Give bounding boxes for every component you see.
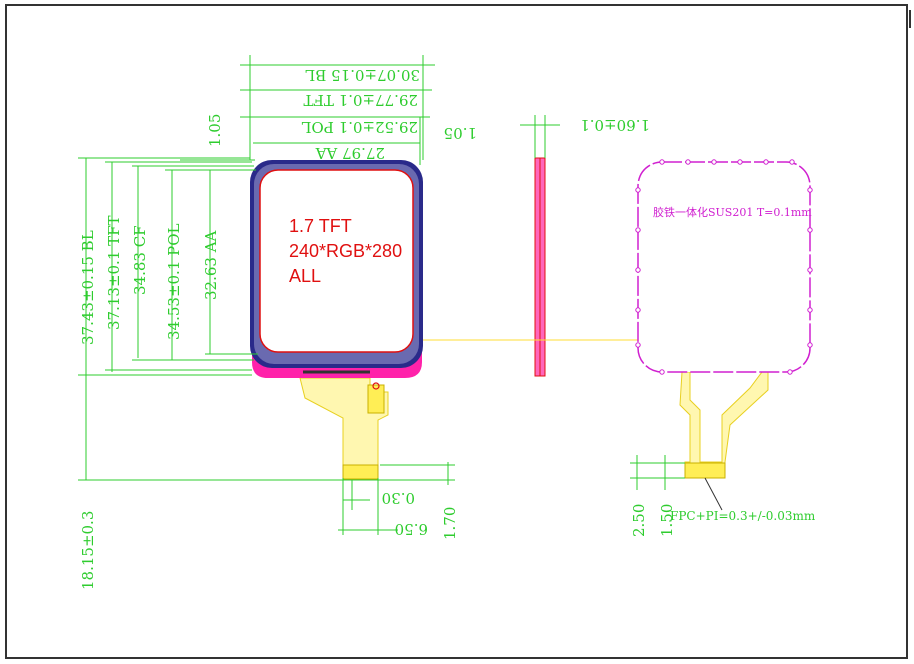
dim-fpc-width: 6.50 (395, 520, 428, 538)
plate-notch (635, 187, 641, 193)
plate-notch (685, 159, 691, 165)
plate-notch (659, 159, 665, 165)
top-dimensions (180, 55, 435, 165)
dim-left-tft: 37.13±0.1 TFT (105, 215, 123, 330)
plate-notch (807, 267, 813, 273)
plate-notch (789, 159, 795, 165)
back-fpc (679, 371, 769, 479)
dim-back-d1: 2.50 (630, 504, 648, 537)
top-dimension-texts: 30.07±0.15 BL 29.77±0.1 TFT 29.52±0.1 PO… (206, 66, 477, 162)
dim-left-cf: 34.83 CF (131, 225, 149, 295)
dim-left-aa: 32.63 AA (202, 230, 220, 300)
fpc-contact-pad (342, 464, 379, 480)
back-plate (637, 161, 811, 373)
dim-left-pol: 34.53±0.1 POL (165, 223, 183, 340)
panel-label-line3: ALL (289, 266, 321, 286)
dim-top-bl: 30.07±0.15 BL (305, 66, 420, 84)
plate-notch (787, 369, 793, 375)
dim-gap-right: 1.05 (444, 124, 477, 142)
fpc-marker (372, 382, 380, 390)
plate-notch (807, 187, 813, 193)
drawing-frame (5, 4, 908, 659)
dim-left-total: 18.15±0.3 (79, 511, 97, 590)
active-area (259, 169, 414, 353)
dim-top-aa: 27.97 AA (315, 144, 385, 162)
fpc-dimensions (338, 462, 455, 535)
dim-gap-top: 1.05 (206, 114, 224, 147)
back-fpc-note: FPC+PI=0.3+/-0.03mm (670, 509, 816, 523)
left-dimension-texts: 37.43±0.15 BL 37.13±0.1 TFT 34.83 CF 34.… (79, 215, 220, 590)
plate-notch (635, 307, 641, 313)
dim-side-thickness: 1.60±0.1 (580, 116, 650, 134)
plate-notch (807, 227, 813, 233)
plate-notch (659, 369, 665, 375)
back-plate-note: 胶铁一体化SUS201 T=0.1mm (653, 205, 812, 219)
dim-fpc-pin: 0.30 (382, 489, 415, 507)
dim-top-pol: 29.52±0.1 POL (301, 118, 418, 136)
front-view: 1.7 TFT 240*RGB*280 ALL (250, 160, 423, 480)
dim-top-tft: 29.77±0.1 TFT (303, 91, 418, 109)
dim-fpc-height: 1.70 (441, 507, 459, 540)
plate-notch (711, 159, 717, 165)
back-view: 胶铁一体化SUS201 T=0.1mm 2.50 1.50 FPC+PI=0.3… (630, 161, 816, 537)
plate-notch (737, 159, 743, 165)
fpc-dimension-texts: 0.30 6.50 1.70 (382, 489, 459, 540)
back-contact-pad (684, 462, 726, 479)
plate-notch (635, 267, 641, 273)
left-dimensions (78, 157, 455, 481)
dim-back-d2: 1.50 (658, 504, 676, 537)
dim-left-bl: 37.43±0.15 BL (79, 230, 97, 345)
plate-notch (635, 342, 641, 348)
plate-notch (807, 342, 813, 348)
fpc-connector-block (367, 384, 385, 414)
side-view: 1.60±0.1 (423, 115, 650, 377)
plate-notch (763, 159, 769, 165)
plate-notch (635, 227, 641, 233)
panel-label-line2: 240*RGB*280 (289, 241, 402, 261)
panel-label-line1: 1.7 TFT (289, 216, 352, 236)
plate-notch (807, 307, 813, 313)
